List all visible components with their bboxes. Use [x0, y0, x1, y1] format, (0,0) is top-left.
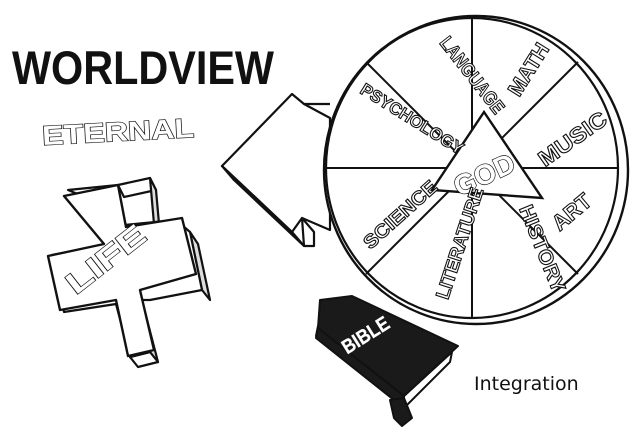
integration-caption: Integration [474, 373, 579, 395]
bible-book [315, 295, 459, 427]
wheel [322, 14, 630, 326]
arrow-shape [220, 92, 332, 248]
worldview-title: WORLDVIEW [12, 42, 275, 95]
eternal-label: ETERNAL [41, 113, 194, 151]
cross-shape [46, 176, 212, 369]
